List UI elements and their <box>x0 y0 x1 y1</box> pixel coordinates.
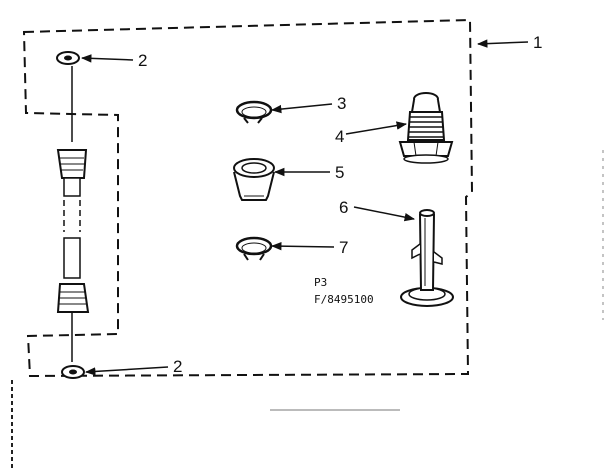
washer-top <box>56 51 80 65</box>
part-code-number: F/8495100 <box>314 293 374 306</box>
kit-outline <box>22 18 474 378</box>
snap-ring-lower <box>235 236 273 261</box>
hose-assembly <box>56 66 90 362</box>
snap-ring-upper <box>235 100 273 124</box>
leader-3 <box>270 103 333 114</box>
callout-5: 5 <box>335 163 344 182</box>
callout-2-bottom: 2 <box>173 357 182 376</box>
leader-4 <box>345 121 408 135</box>
washer-bottom <box>61 365 85 379</box>
leader-7 <box>270 241 335 251</box>
pin-with-base <box>400 209 454 307</box>
callout-4: 4 <box>335 127 344 146</box>
callout-3: 3 <box>337 94 346 113</box>
leader-2-top <box>80 54 134 63</box>
leader-2-bottom <box>84 366 169 376</box>
callout-6: 6 <box>339 198 348 217</box>
nozzle-fitting <box>398 92 454 164</box>
part-code-p3: P3 <box>314 276 327 289</box>
leader-6 <box>353 206 416 222</box>
bushing <box>233 158 275 201</box>
callout-1: 1 <box>533 33 542 52</box>
leader-1 <box>476 39 529 48</box>
callout-2-top: 2 <box>138 51 147 70</box>
callout-7: 7 <box>339 238 348 257</box>
